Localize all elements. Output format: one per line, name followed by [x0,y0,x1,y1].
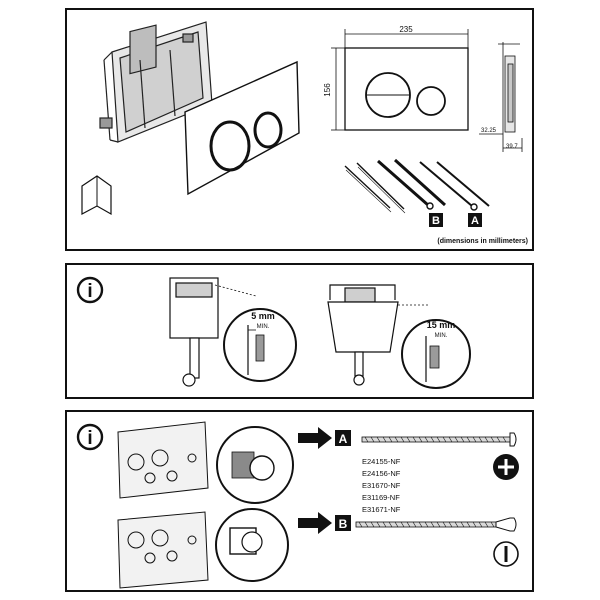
clearance-left-min: MIN. [257,324,270,330]
clearance-left-value: 5 mm [251,311,275,321]
panel-clearance: i 5 mm MIN. [65,263,534,399]
info-icon: i [76,276,104,304]
zoom-circle-right [401,319,471,389]
part-number: E31670-NF [362,481,401,490]
mounting-frame [99,21,213,143]
svg-text:i: i [87,281,92,302]
side-view-drawing [479,42,523,152]
zoom-circle-upper [216,426,294,504]
dimension-side-a-label: 32.25 [481,128,497,134]
flush-plate [184,60,300,196]
info-icon: i [76,423,104,451]
clearance-right-value: 15 mm [427,320,456,330]
svg-text:A: A [339,432,348,446]
screw-label-b: B [335,515,351,531]
screw-a [361,432,517,447]
threaded-rods [344,158,490,214]
phillips-head-icon [493,454,519,480]
svg-text:B: B [339,517,348,531]
rod-label-a: A [468,213,482,227]
cistern-right [327,284,430,386]
zoom-circle-left [223,308,297,382]
arrow-right-icon [298,427,332,449]
arrow-right-icon [298,512,332,534]
dimension-width-label: 235 [399,25,413,34]
screw-label-a: A [335,430,351,446]
svg-text:i: i [87,428,92,449]
svg-text:B: B [432,215,440,227]
rod-label-b: B [429,213,443,227]
frame-detail-lower [117,511,209,589]
part-number-list: E24155-NF E24156-NF E31670-NF E31169-NF … [362,457,401,514]
frame-detail-upper [117,421,209,499]
part-number: E24155-NF [362,457,401,466]
clearance-right-min: MIN. [435,333,448,339]
part-number: E31169-NF [362,493,400,502]
slotted-head-icon [493,541,519,567]
dimension-side-b-label: 39.7 [506,144,518,150]
instruction-booklet-icon [81,175,112,216]
dimensions-note: (dimensions in millimeters) [437,238,528,245]
screw-b [355,517,517,532]
dimension-height-label: 156 [323,83,332,97]
zoom-circle-lower [215,508,289,582]
front-view-drawing: 235 156 [323,25,469,131]
cistern-left [169,277,257,387]
part-number: E31671-NF [362,505,401,514]
panel-screw-selection: i [65,410,534,592]
part-number: E24156-NF [362,469,401,478]
panel-components: 235 156 32.25 39.7 [65,8,534,251]
svg-text:A: A [471,215,479,227]
